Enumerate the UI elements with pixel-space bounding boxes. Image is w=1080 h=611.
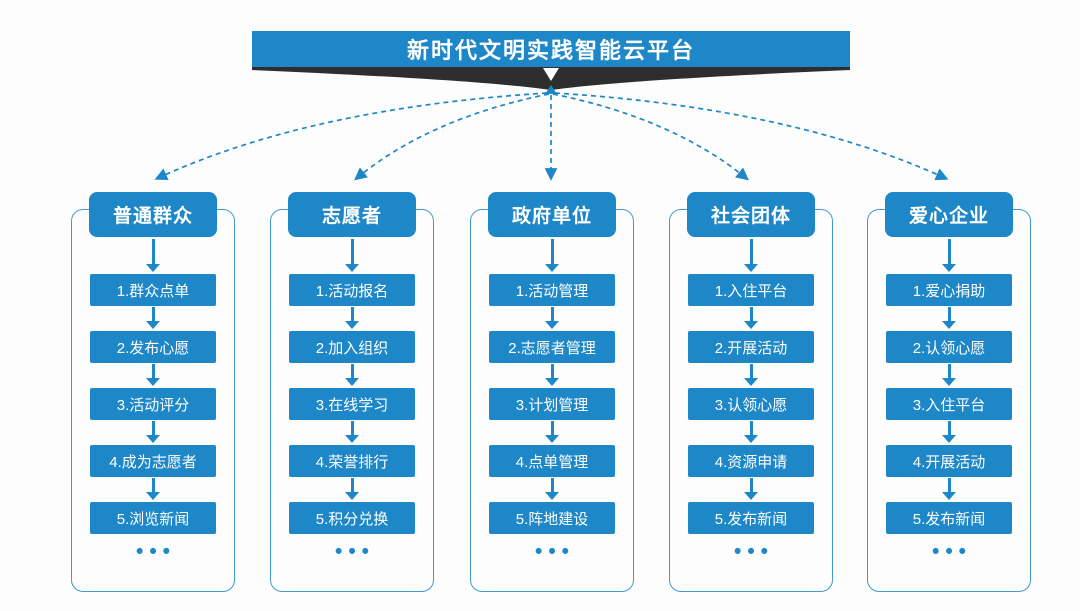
arrow-down-icon	[744, 364, 758, 386]
step-box: 5.浏览新闻	[90, 502, 216, 534]
arrow-down-icon	[942, 364, 956, 386]
column-social-organizations: 社会团体 1.入住平台 2.开展活动 3.认领心愿 4.资源申请 5.发布新闻 …	[669, 192, 833, 596]
step-box: 2.志愿者管理	[489, 331, 615, 363]
column-ordinary-people: 普通群众 1.群众点单 2.发布心愿 3.活动评分 4.成为志愿者 5.浏览新闻…	[71, 192, 235, 596]
platform-title-banner: 新时代文明实践智能云平台	[252, 31, 850, 67]
step-box: 4.荣誉排行	[289, 445, 415, 477]
arrow-down-icon	[345, 307, 359, 329]
column-header: 志愿者	[288, 192, 416, 237]
arrow-down-icon	[545, 239, 559, 272]
column-caring-enterprises: 爱心企业 1.爱心捐助 2.认领心愿 3.入住平台 4.开展活动 5.发布新闻 …	[867, 192, 1031, 596]
arrow-down-icon	[545, 478, 559, 500]
step-box: 2.开展活动	[688, 331, 814, 363]
column-volunteers: 志愿者 1.活动报名 2.加入组织 3.在线学习 4.荣誉排行 5.积分兑换 •…	[270, 192, 434, 596]
step-box: 5.发布新闻	[886, 502, 1012, 534]
arrow-down-icon	[942, 239, 956, 272]
step-box: 3.活动评分	[90, 388, 216, 420]
step-box: 3.计划管理	[489, 388, 615, 420]
ellipsis-dots: •••	[931, 540, 973, 563]
ellipsis-dots: •••	[733, 540, 775, 563]
arrow-down-icon	[744, 239, 758, 272]
column-header: 普通群众	[89, 192, 217, 237]
arrow-down-icon	[146, 364, 160, 386]
step-box: 1.活动管理	[489, 274, 615, 306]
step-box: 3.入住平台	[886, 388, 1012, 420]
step-box: 4.资源申请	[688, 445, 814, 477]
column-header: 爱心企业	[885, 192, 1013, 237]
arrow-down-icon	[345, 478, 359, 500]
branch-line-2	[354, 93, 550, 181]
step-box: 1.群众点单	[90, 274, 216, 306]
step-box: 2.加入组织	[289, 331, 415, 363]
arrow-down-icon	[146, 421, 160, 443]
ribbon-down-arrow-icon	[543, 68, 559, 81]
hub-arrow-icon	[545, 85, 557, 94]
step-box: 4.点单管理	[489, 445, 615, 477]
arrow-down-icon	[942, 421, 956, 443]
column-header: 社会团体	[687, 192, 815, 237]
branch-line-1	[154, 92, 548, 181]
arrow-down-icon	[146, 478, 160, 500]
arrow-down-icon	[545, 364, 559, 386]
step-box: 5.发布新闻	[688, 502, 814, 534]
arrow-down-icon	[345, 239, 359, 272]
step-box: 1.入住平台	[688, 274, 814, 306]
arrow-down-icon	[146, 239, 160, 272]
ellipsis-dots: •••	[334, 540, 376, 563]
ellipsis-dots: •••	[534, 540, 576, 563]
arrow-down-icon	[146, 307, 160, 329]
step-box: 1.爱心捐助	[886, 274, 1012, 306]
step-box: 2.认领心愿	[886, 331, 1012, 363]
column-header: 政府单位	[488, 192, 616, 237]
step-box: 2.发布心愿	[90, 331, 216, 363]
step-box: 4.成为志愿者	[90, 445, 216, 477]
branch-line-4	[552, 93, 749, 181]
step-box: 4.开展活动	[886, 445, 1012, 477]
branch-line-5	[554, 92, 949, 181]
arrow-down-icon	[942, 478, 956, 500]
arrow-down-icon	[744, 307, 758, 329]
column-government-units: 政府单位 1.活动管理 2.志愿者管理 3.计划管理 4.点单管理 5.阵地建设…	[470, 192, 634, 596]
arrow-down-icon	[744, 478, 758, 500]
arrow-down-icon	[345, 421, 359, 443]
ellipsis-dots: •••	[135, 540, 177, 563]
step-box: 5.阵地建设	[489, 502, 615, 534]
arrow-down-icon	[942, 307, 956, 329]
step-box: 3.认领心愿	[688, 388, 814, 420]
step-box: 5.积分兑换	[289, 502, 415, 534]
step-box: 3.在线学习	[289, 388, 415, 420]
arrow-down-icon	[545, 421, 559, 443]
arrow-down-icon	[345, 364, 359, 386]
step-box: 1.活动报名	[289, 274, 415, 306]
arrow-down-icon	[744, 421, 758, 443]
arrow-down-icon	[545, 307, 559, 329]
